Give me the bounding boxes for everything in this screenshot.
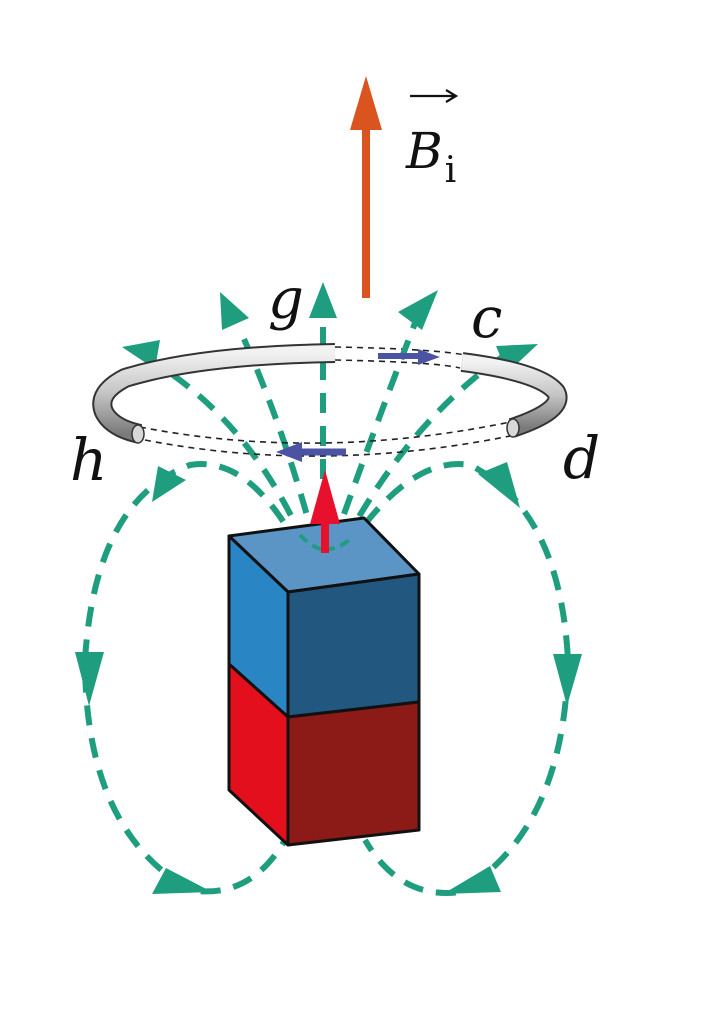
ring-end-left xyxy=(131,424,145,444)
field-line-mid-right xyxy=(340,352,507,547)
point-label-d: d xyxy=(563,424,600,492)
induced-current-arrows xyxy=(276,349,440,462)
arrowhead-bottom-left xyxy=(152,868,212,894)
field-line-inner-right xyxy=(330,308,423,546)
bar-magnet xyxy=(227,516,421,847)
arrowhead-c-right xyxy=(398,290,438,330)
field-line-arrowheads xyxy=(75,282,582,894)
arrowhead-left-down-2 xyxy=(75,652,104,706)
field-label-main: B xyxy=(405,122,443,180)
magnet-north-side xyxy=(286,572,421,719)
ring-back-dashed xyxy=(334,346,471,369)
current-arrow-back-head xyxy=(418,349,440,365)
point-label-c: c xyxy=(471,286,502,351)
arrowhead-g-left xyxy=(220,292,249,330)
point-label-g: g xyxy=(268,267,304,332)
field-label-subscript: i xyxy=(445,150,457,191)
ring-front-dashed xyxy=(139,420,516,457)
current-arrow-front-head xyxy=(276,442,302,462)
field-line-outer-right xyxy=(343,461,572,896)
conducting-ring xyxy=(92,343,568,444)
arrowhead-center-up xyxy=(309,282,337,318)
arrowhead-bottom-right xyxy=(443,866,501,894)
arrowhead-right-down-1 xyxy=(478,462,520,508)
ring-end-right xyxy=(506,418,520,438)
arrowhead-right-down-2 xyxy=(553,654,582,706)
vector-arrow-over-b xyxy=(410,89,459,103)
induced-field-arrow xyxy=(350,76,382,298)
arrowhead-left-down-1 xyxy=(152,466,186,502)
magnet-south-side xyxy=(286,700,421,847)
magnet-field-arrow xyxy=(310,470,340,553)
point-label-h: h xyxy=(70,426,107,494)
field-label: Bi xyxy=(405,122,456,191)
